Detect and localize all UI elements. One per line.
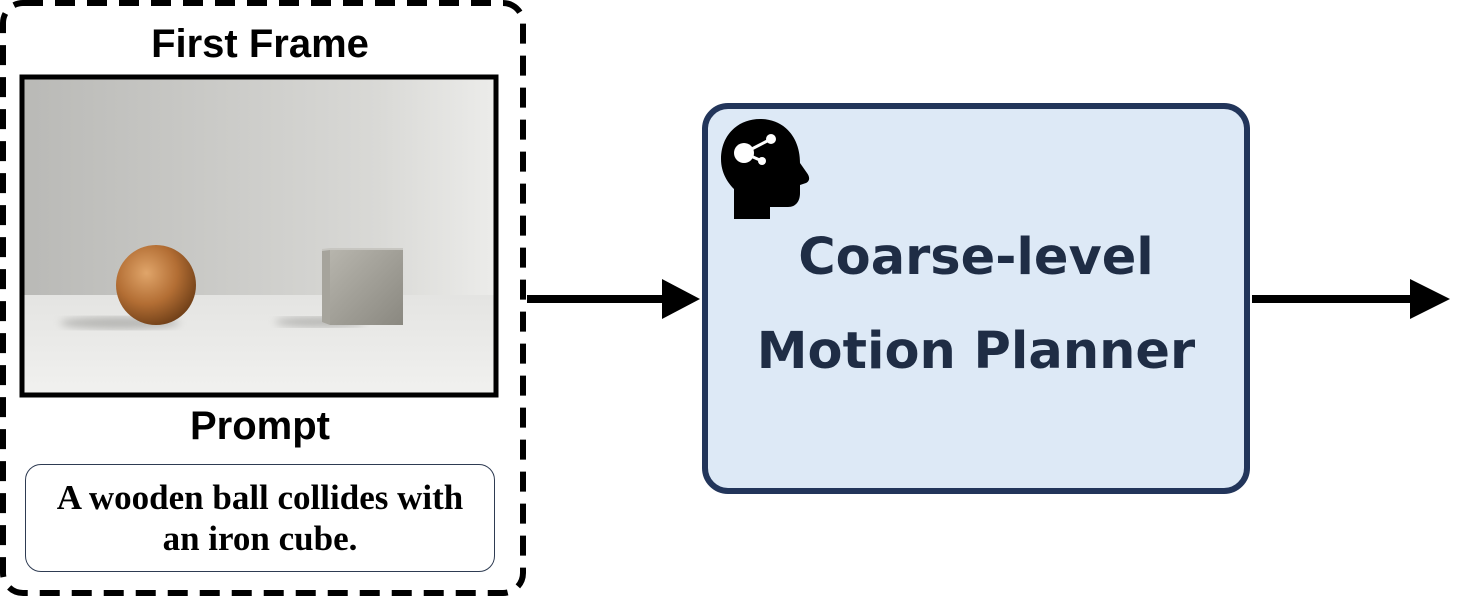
planner-title-line1: Coarse-level xyxy=(798,228,1154,287)
iron-cube-icon xyxy=(322,248,403,325)
input-panel-border xyxy=(0,0,526,596)
prompt-text: A wooden ball collides with an iron cube… xyxy=(56,477,464,558)
wooden-ball-icon xyxy=(116,245,196,325)
first-frame-label: First Frame xyxy=(151,22,369,66)
brain-head-icon xyxy=(721,119,810,219)
planner-title: Coarse-level Motion Planner xyxy=(702,230,1250,380)
prompt-text-box: A wooden ball collides with an iron cube… xyxy=(25,464,495,572)
first-frame-image xyxy=(19,74,499,398)
planner-title-line2: Motion Planner xyxy=(756,322,1196,381)
prompt-label: Prompt xyxy=(190,404,330,448)
